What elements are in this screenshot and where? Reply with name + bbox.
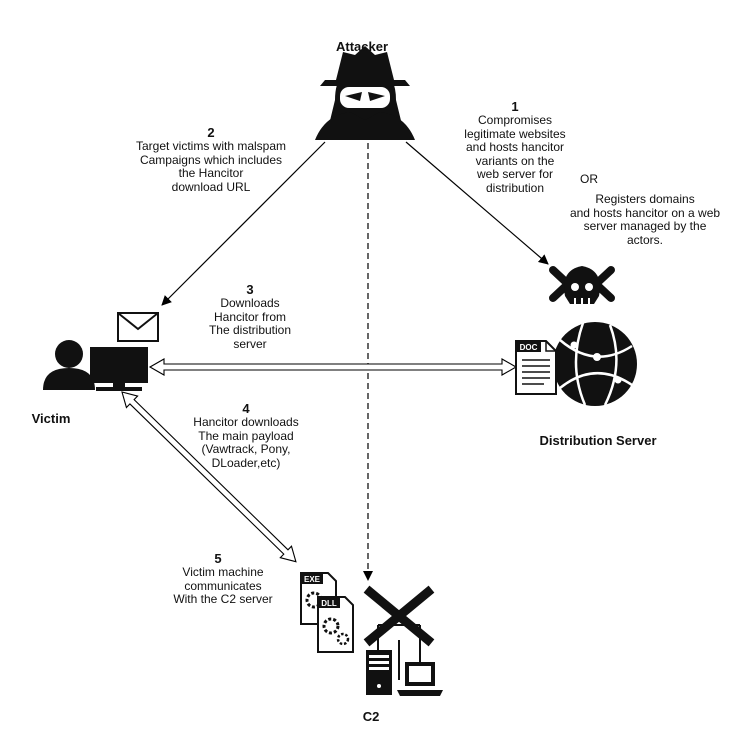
arrow-victim-c2-bidirectional (121, 391, 297, 563)
c2-server-network-icon (363, 585, 443, 696)
step-5-text: Victim machine communicates With the C2 … (173, 565, 273, 606)
doc-file-icon: DOC (515, 340, 557, 395)
step-2-text: Target victims with malspam Campaigns wh… (135, 139, 287, 194)
dll-file-tag: DLL (321, 599, 337, 608)
c2-label: C2 (362, 709, 380, 724)
distribution-server-label: Distribution Server (539, 433, 657, 448)
dll-file-icon: DLL (317, 596, 354, 653)
step-1-number: 1 (511, 99, 519, 114)
hacker-icon (315, 46, 415, 140)
step-4-text: Hancitor downloads The main payload (Vaw… (193, 415, 299, 470)
step-1-alternative-text: Registers domains and hosts hancitor on … (569, 192, 721, 247)
step-3-number: 3 (246, 282, 254, 297)
or-label: OR (580, 172, 598, 186)
arrow-attacker-to-distribution (405, 141, 549, 265)
user-computer-icon (43, 340, 148, 391)
envelope-icon (117, 312, 159, 342)
arrow-attacker-to-victim (161, 141, 326, 306)
globe-network-icon (553, 322, 637, 406)
step-5-number: 5 (214, 551, 222, 566)
doc-file-tag: DOC (520, 343, 538, 352)
victim-label: Victim (31, 411, 71, 426)
exe-file-tag: EXE (304, 575, 321, 584)
arrow-victim-distribution-bidirectional (148, 358, 518, 376)
attacker-label: Attacker (335, 39, 389, 54)
step-3-text: Downloads Hancitor from The distribution… (208, 296, 292, 351)
step-2-number: 2 (207, 125, 215, 140)
step-1-text: Compromises legitimate websites and host… (464, 113, 566, 195)
skull-crossbones-icon (549, 266, 615, 304)
step-4-number: 4 (242, 401, 250, 416)
